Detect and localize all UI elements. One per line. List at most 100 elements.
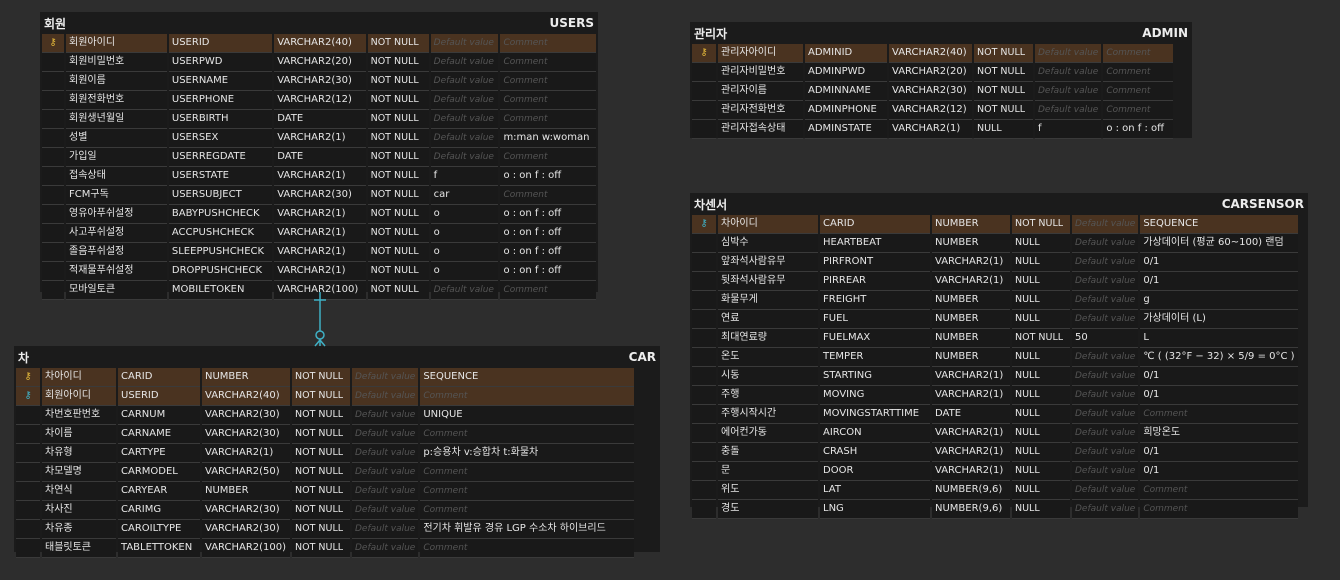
column-type: VARCHAR2(30): [889, 82, 972, 101]
column-code: USERSEX: [168, 129, 273, 148]
column-name: 관리자접속상태: [718, 120, 803, 139]
key-cell: [42, 243, 65, 262]
column-nullable: NOT NULL: [292, 482, 350, 501]
foreign-key-icon: ⚷: [700, 218, 708, 229]
column-default: o: [430, 262, 499, 281]
column-type: NUMBER: [932, 215, 1010, 234]
key-cell: [692, 101, 716, 120]
key-cell: ⚷: [16, 387, 40, 406]
entity-header[interactable]: 관리자 ADMIN: [690, 22, 1192, 44]
column-type: NUMBER: [202, 368, 290, 387]
key-cell: [16, 520, 40, 539]
column-default: f: [1035, 120, 1102, 139]
entity-header[interactable]: 차센서 CARSENSOR: [690, 193, 1308, 215]
entity-physical-name: 차센서: [694, 197, 728, 212]
column-default: Default value: [1072, 253, 1139, 272]
column-default: Default value: [352, 501, 419, 520]
column-comment: o : on f : off: [1103, 120, 1174, 139]
column-code: BABYPUSHCHECK: [168, 205, 273, 224]
entity-header[interactable]: 차 CAR: [14, 346, 660, 368]
column-type: NUMBER: [932, 310, 1010, 329]
column-type: NUMBER: [932, 329, 1010, 348]
column-nullable: NOT NULL: [367, 281, 429, 300]
key-cell: [692, 481, 716, 500]
column-default: Default value: [430, 53, 499, 72]
column-type: VARCHAR2(1): [274, 262, 366, 281]
column-nullable: NOT NULL: [1012, 215, 1070, 234]
column-default: Default value: [1072, 291, 1139, 310]
column-default: Default value: [1072, 348, 1139, 367]
key-cell: [692, 120, 716, 139]
column-comment: Comment: [1103, 82, 1174, 101]
column-name: 회원이름: [66, 72, 167, 91]
column-comment: 가상데이터 (L): [1140, 310, 1298, 329]
column-name: 차유형: [42, 444, 116, 463]
column-default: Default value: [1072, 215, 1139, 234]
column-nullable: NOT NULL: [367, 224, 429, 243]
column-name: 심박수: [718, 234, 818, 253]
column-nullable: NOT NULL: [974, 82, 1033, 101]
column-code: ADMINID: [805, 44, 887, 63]
entity-header[interactable]: 회원 USERS: [40, 12, 598, 34]
column-code: ADMINNAME: [805, 82, 887, 101]
column-type: VARCHAR2(1): [932, 272, 1010, 291]
column-name: 차번호판번호: [42, 406, 116, 425]
primary-key-icon: ⚷: [24, 371, 32, 382]
key-cell: [692, 329, 716, 348]
column-nullable: NOT NULL: [367, 34, 429, 53]
column-nullable: NOT NULL: [367, 167, 429, 186]
column-comment: 0/1: [1140, 367, 1298, 386]
